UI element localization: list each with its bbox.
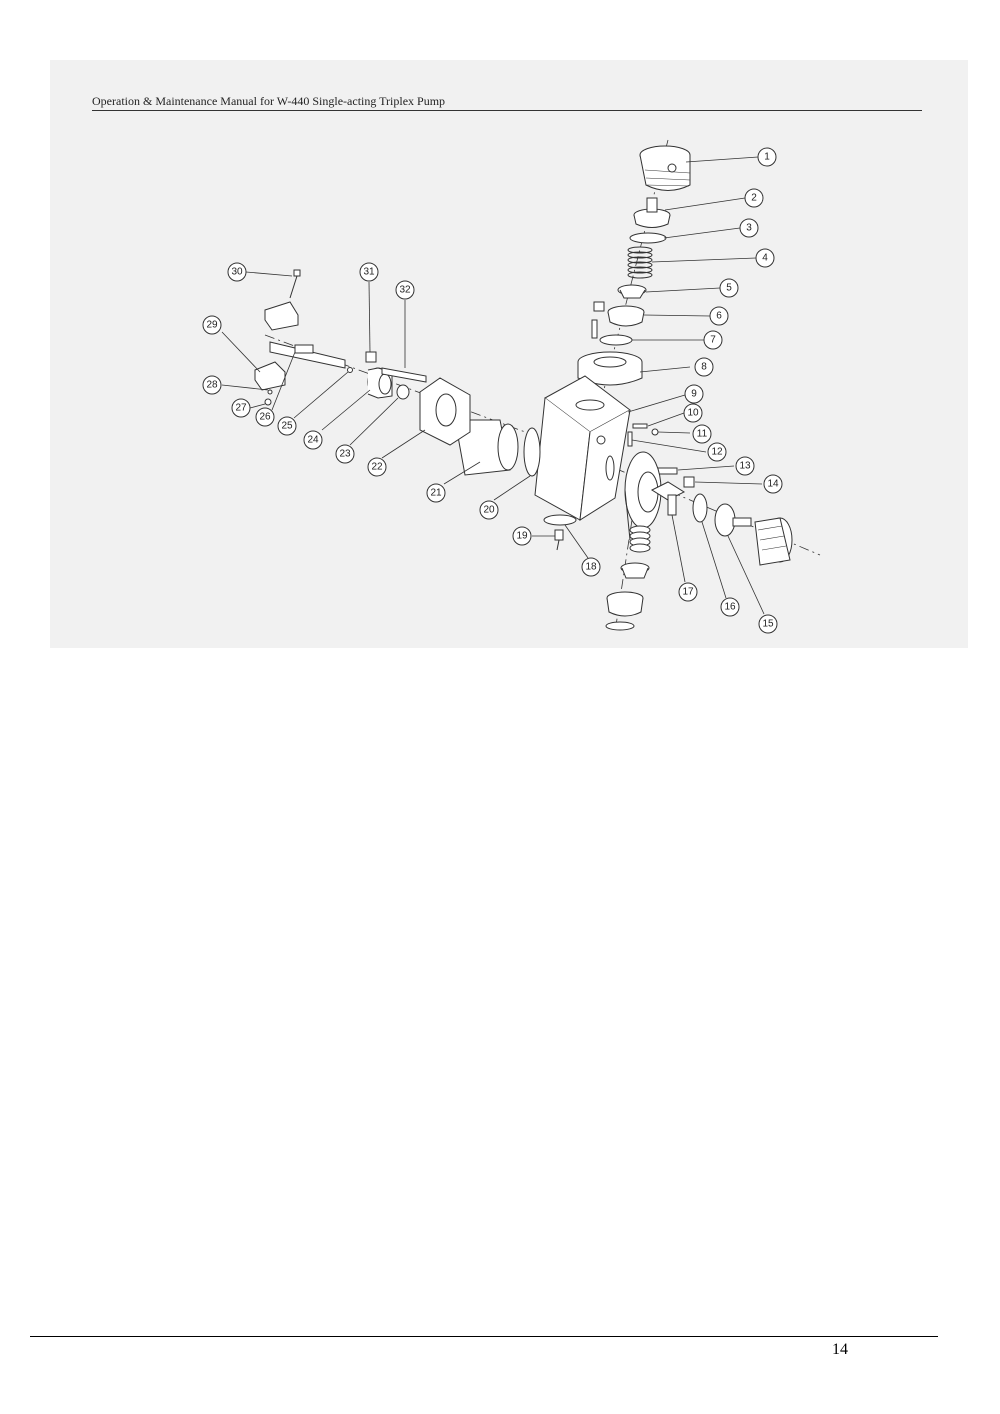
callout-20: 20 <box>483 505 495 516</box>
document-header: Operation & Maintenance Manual for W-440… <box>92 94 922 111</box>
callout-11: 11 <box>697 429 708 440</box>
callout-29: 29 <box>206 320 218 331</box>
page-number: 14 <box>832 1341 848 1358</box>
callout-1: 1 <box>764 152 770 163</box>
exploded-parts-diagram: 1 2 3 4 5 6 7 8 9 10 11 12 13 14 15 16 1… <box>202 139 821 634</box>
callout-21: 21 <box>430 488 442 499</box>
part-15-seat <box>714 503 752 537</box>
part-22-bracket <box>419 377 471 446</box>
callout-5: 5 <box>726 283 732 294</box>
callout-16: 16 <box>724 602 736 613</box>
part-30-bolt <box>289 269 301 299</box>
callout-15: 15 <box>762 619 774 630</box>
callout-32: 32 <box>399 285 411 296</box>
scanned-figure-background <box>50 60 968 648</box>
callout-31: 31 <box>363 267 375 278</box>
callout-6: 6 <box>716 311 722 322</box>
part-16-o-ring <box>692 493 708 523</box>
callout-14: 14 <box>767 479 779 490</box>
part-23-nut <box>396 384 410 400</box>
part-29-clamp-lower <box>254 361 286 391</box>
part-1-valve-cap <box>639 145 691 191</box>
part-4-spring <box>627 246 653 279</box>
callout-9: 9 <box>691 389 697 400</box>
callout-8: 8 <box>701 362 707 373</box>
part-7-o-ring <box>599 334 633 346</box>
callout-22: 22 <box>371 462 383 473</box>
part-2-valve-seat <box>633 197 671 228</box>
lower-valve-stack <box>605 525 651 631</box>
callout-28: 28 <box>206 380 218 391</box>
callout-13: 13 <box>739 461 751 472</box>
callout-18: 18 <box>585 562 597 573</box>
callout-23: 23 <box>339 449 351 460</box>
part-18-o-ring <box>543 514 577 526</box>
callout-7: 7 <box>710 335 716 346</box>
callout-25: 25 <box>281 421 293 432</box>
callout-30: 30 <box>231 267 243 278</box>
clamp-upper <box>264 301 299 331</box>
callout-26: 26 <box>259 412 271 423</box>
part-17-valve-guide <box>650 481 686 516</box>
part-31-nut <box>365 351 377 363</box>
callout-12: 12 <box>711 447 723 458</box>
callout-10: 10 <box>687 408 699 419</box>
callout-17: 17 <box>682 587 694 598</box>
footer-rule <box>30 1336 938 1337</box>
part-20-o-ring <box>523 427 541 477</box>
callout-2: 2 <box>751 193 757 204</box>
callout-24: 24 <box>307 435 319 446</box>
part-9-fluid-end-block <box>534 375 631 521</box>
part-8-flange <box>577 351 643 386</box>
discharge-cap <box>754 517 793 566</box>
part-6-seat-ring <box>607 305 645 327</box>
callout-4: 4 <box>762 253 768 264</box>
part-19-bolt <box>554 529 564 551</box>
callout-3: 3 <box>746 223 752 234</box>
callout-27: 27 <box>235 403 247 414</box>
part-3-o-ring <box>629 232 667 244</box>
callout-19: 19 <box>516 531 528 542</box>
part-5-valve <box>617 284 647 299</box>
part-25-plunger <box>269 341 353 373</box>
part-32-rod <box>381 367 427 383</box>
